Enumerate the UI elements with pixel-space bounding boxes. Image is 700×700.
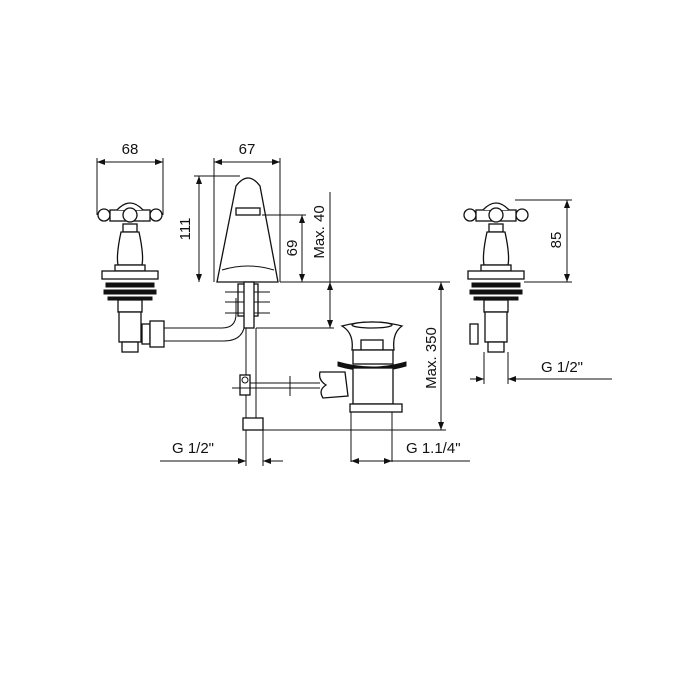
dim-outlet-height: 69 [284, 240, 301, 257]
dim-waste-connection: G 1.1/4" [406, 440, 461, 457]
dim-max-deck: Max. 40 [311, 205, 328, 258]
dim-handle-height: 85 [548, 232, 565, 249]
dim-spout-height: 111 [177, 218, 194, 241]
pop-up-waste [318, 321, 407, 462]
spout [213, 158, 320, 431]
dim-handle-width: 68 [122, 141, 139, 158]
left-handle-valve [96, 158, 165, 353]
dim-spout-width: 67 [239, 141, 256, 158]
dim-spout-connection: G 1/2" [172, 440, 214, 457]
right-handle-valve [463, 202, 529, 353]
dim-max-drain: Max. 350 [423, 327, 440, 389]
supply-hose [164, 298, 237, 329]
dim-handle-connection: G 1/2" [541, 359, 583, 376]
